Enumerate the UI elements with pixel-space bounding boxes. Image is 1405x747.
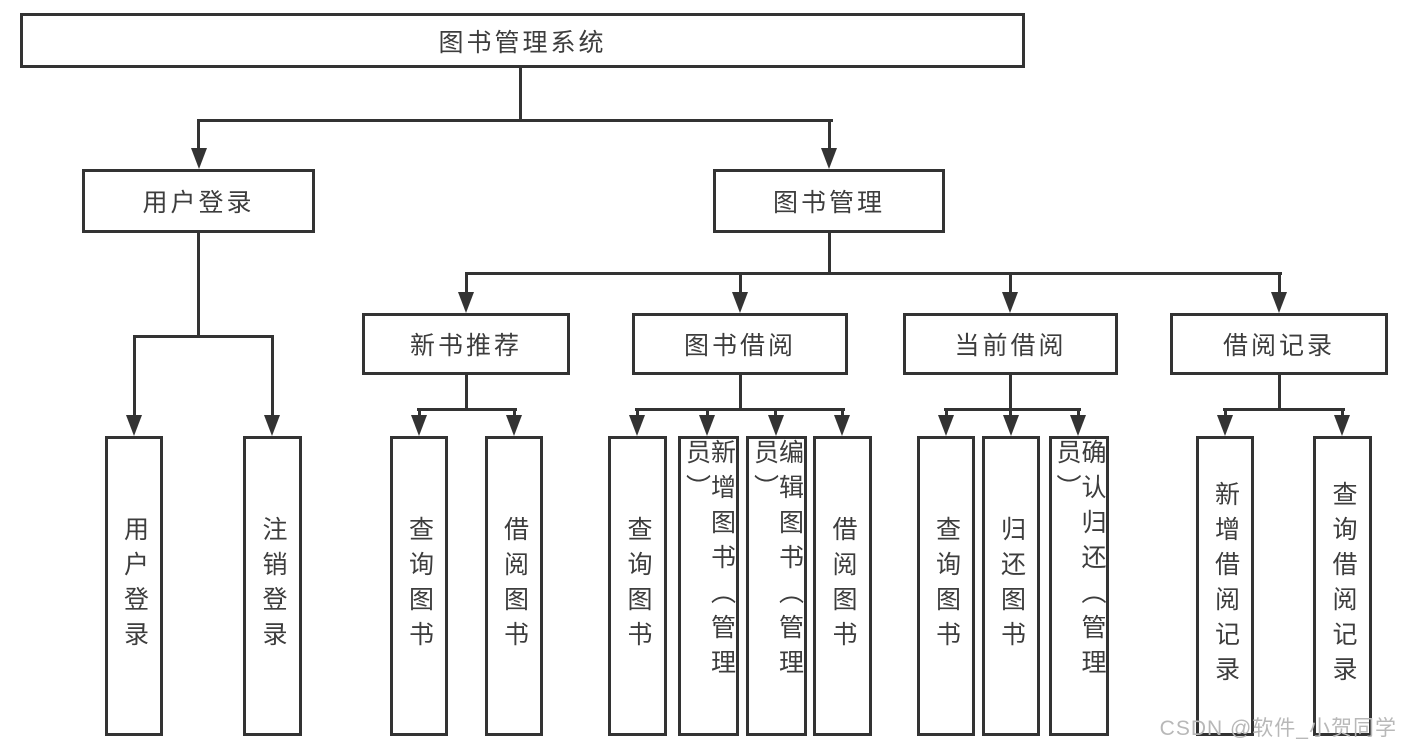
node-new-book-rec: 新书推荐 [362,313,570,375]
node-user-login: 用户登录 [82,169,315,233]
node-add-borrow-record: 新增借阅记录 [1196,436,1254,736]
connector-line [774,408,777,418]
arrow-down-icon [938,415,954,436]
connector-line [1077,408,1080,418]
connector-line [197,233,200,338]
connector-line [1278,272,1281,295]
connector-line [133,335,274,338]
arrow-down-icon [768,415,784,436]
connector-line [1009,272,1012,295]
arrow-down-icon [1002,292,1018,313]
node-query-books-current: 查询图书 [917,436,975,736]
node-confirm-return-admin: 确认归还（管理员） [1049,436,1109,736]
node-root-label: 图书管理系统 [438,28,607,57]
node-add-books-admin-label: 新增图书（管理员） [682,439,736,684]
node-add-borrow-record-label: 新增借阅记录 [1211,481,1240,691]
node-book-borrow-label: 图书借阅 [683,332,796,360]
arrow-down-icon [699,415,715,436]
connector-line [635,408,845,411]
connector-line [841,408,844,418]
node-user-login-label: 用户登录 [142,189,255,217]
node-root: 图书管理系统 [20,13,1025,68]
node-query-books-rec: 查询图书 [390,436,448,736]
node-book-mgmt-label: 图书管理 [772,189,885,217]
connector-line [1009,408,1012,418]
connector-line [1224,408,1227,418]
connector-line [944,408,1081,411]
arrow-down-icon [1334,415,1350,436]
watermark: CSDN @软件_小贺同学 [1159,717,1397,740]
node-borrow-books: 借阅图书 [813,436,872,736]
node-add-books-admin: 新增图书（管理员） [678,436,739,736]
node-query-books-rec-label: 查询图书 [405,516,434,656]
node-borrow-books-rec: 借阅图书 [485,436,543,736]
node-logout-leaf-label: 注销登录 [259,516,287,656]
arrow-down-icon [506,415,522,436]
node-edit-books-admin-label: 编辑图书（管理员） [750,439,804,684]
node-user-login-leaf-label: 用户登录 [120,516,149,656]
connector-line [197,119,200,153]
node-query-books-borrow-label: 查询图书 [624,516,652,656]
node-query-borrow-record-label: 查询借阅记录 [1329,481,1357,691]
node-new-book-rec-label: 新书推荐 [409,332,522,360]
node-borrow-books-rec-label: 借阅图书 [500,516,529,656]
arrow-down-icon [1003,415,1019,436]
arrow-down-icon [629,415,645,436]
node-user-login-leaf: 用户登录 [105,436,163,736]
connector-line [739,272,742,295]
node-query-books-current-label: 查询图书 [932,516,961,656]
arrow-down-icon [264,415,280,436]
node-book-borrow: 图书借阅 [632,313,848,375]
connector-line [706,408,709,418]
connector-line [417,408,517,411]
node-return-books-label: 归还图书 [997,516,1026,656]
connector-line [1009,375,1012,411]
connector-line [1278,375,1281,411]
connector-line [739,375,742,411]
node-borrow-books-label: 借阅图书 [829,516,857,656]
node-logout-leaf: 注销登录 [243,436,302,736]
connector-line [945,408,948,418]
connector-line [133,335,136,417]
node-query-books-borrow: 查询图书 [608,436,667,736]
arrow-down-icon [126,415,142,436]
connector-line [1341,408,1344,418]
arrow-down-icon [1217,415,1233,436]
node-edit-books-admin: 编辑图书（管理员） [746,436,807,736]
arrow-down-icon [821,148,837,169]
connector-line [197,119,833,122]
connector-line [418,408,421,418]
connector-line [1223,408,1345,411]
connector-line [465,272,468,295]
arrow-down-icon [1070,415,1086,436]
connector-line [271,335,274,417]
node-confirm-return-admin-label: 确认归还（管理员） [1053,439,1106,684]
arrow-down-icon [411,415,427,436]
node-borrow-records-label: 借阅记录 [1222,332,1335,360]
connector-line [828,119,831,153]
connector-line [465,375,468,411]
node-book-mgmt: 图书管理 [713,169,945,233]
connector-line [828,233,831,275]
connector-line [519,68,522,122]
node-current-borrow-label: 当前借阅 [954,332,1067,360]
connector-line [513,408,516,418]
arrow-down-icon [191,148,207,169]
arrow-down-icon [1271,292,1287,313]
arrow-down-icon [732,292,748,313]
node-return-books: 归还图书 [982,436,1040,736]
arrow-down-icon [458,292,474,313]
node-current-borrow: 当前借阅 [903,313,1118,375]
node-borrow-records: 借阅记录 [1170,313,1388,375]
connector-line [636,408,639,418]
arrow-down-icon [834,415,850,436]
connector-line [465,272,1282,275]
node-query-borrow-record: 查询借阅记录 [1313,436,1372,736]
